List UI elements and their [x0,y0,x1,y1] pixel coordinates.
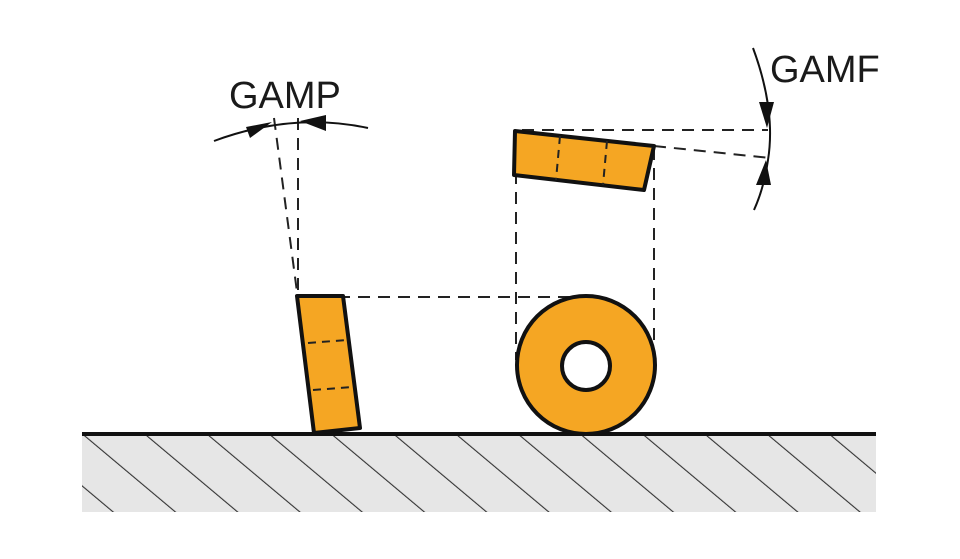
insert-round-hole [560,340,612,392]
gamf-arc [752,47,772,211]
gamp-label: GAMP [229,75,341,117]
insert-top-body [512,129,656,192]
insert-top-divider-1 [555,135,561,181]
gamp-arc [213,121,369,142]
insert-round-view [515,294,657,436]
gamp-arrow-right [300,115,326,131]
gamp-arrow-left [246,122,272,138]
gamf-arrow-top [759,102,774,128]
insert-side-divider-2 [312,386,354,391]
gamf-tilt-line [653,145,771,159]
gamp-tilt-line [273,117,298,293]
insert-top-divider-2 [602,140,608,186]
ground-hatched [82,434,876,512]
insert-top-view [512,129,656,192]
insert-side-divider-1 [307,339,348,344]
gamf-label: GAMF [770,49,880,91]
insert-side-body [295,294,362,435]
gamf-arrow-bottom [756,160,771,185]
insert-side-view [295,294,362,435]
